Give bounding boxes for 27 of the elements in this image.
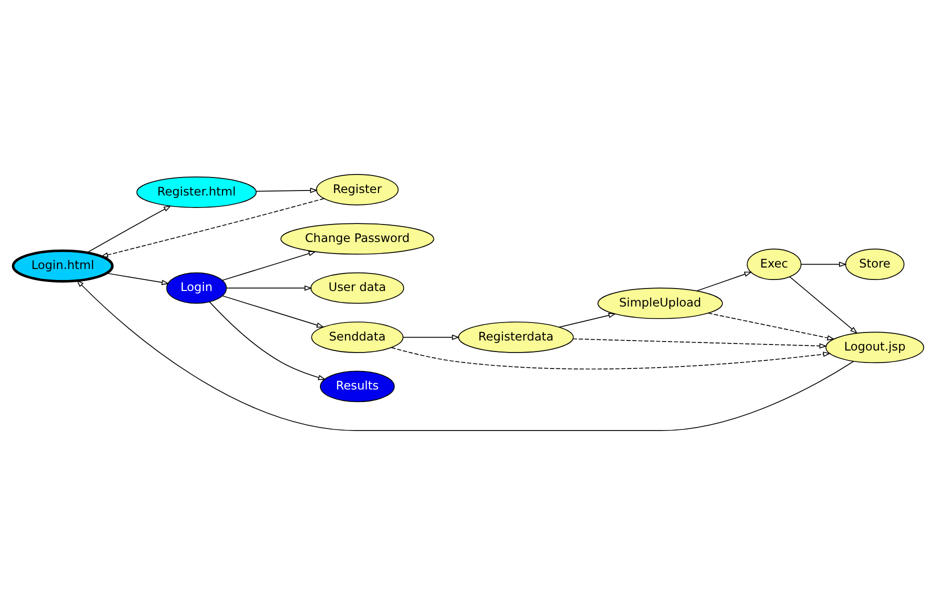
arrow bbox=[800, 262, 847, 267]
arrow bbox=[222, 251, 316, 281]
node-ellipse: User data bbox=[310, 272, 404, 304]
arrow bbox=[789, 276, 858, 334]
arrow bbox=[708, 312, 835, 340]
arrow bbox=[558, 312, 616, 328]
arrow bbox=[76, 280, 854, 432]
arrow bbox=[222, 295, 324, 328]
arrow bbox=[256, 188, 318, 194]
node-ellipse: Login.html bbox=[12, 249, 114, 283]
arrow bbox=[106, 272, 170, 286]
arrow bbox=[572, 338, 828, 349]
node-ellipse: Login bbox=[166, 272, 227, 304]
node-ellipse: Exec bbox=[746, 248, 802, 280]
arrow bbox=[226, 285, 312, 291]
node-ellipse: Register bbox=[316, 174, 399, 206]
node-ellipse: Change Password bbox=[280, 223, 434, 255]
arrow bbox=[86, 205, 172, 254]
node-ellipse: Registerdata bbox=[458, 322, 574, 353]
node-ellipse: Store bbox=[845, 248, 904, 280]
arrow bbox=[696, 272, 752, 292]
node-ellipse: Results bbox=[320, 370, 395, 402]
arrow bbox=[100, 198, 324, 258]
arrow bbox=[391, 347, 831, 370]
arrow bbox=[402, 334, 460, 340]
node-ellipse: Register.html bbox=[136, 176, 257, 208]
arrow bbox=[209, 302, 326, 380]
